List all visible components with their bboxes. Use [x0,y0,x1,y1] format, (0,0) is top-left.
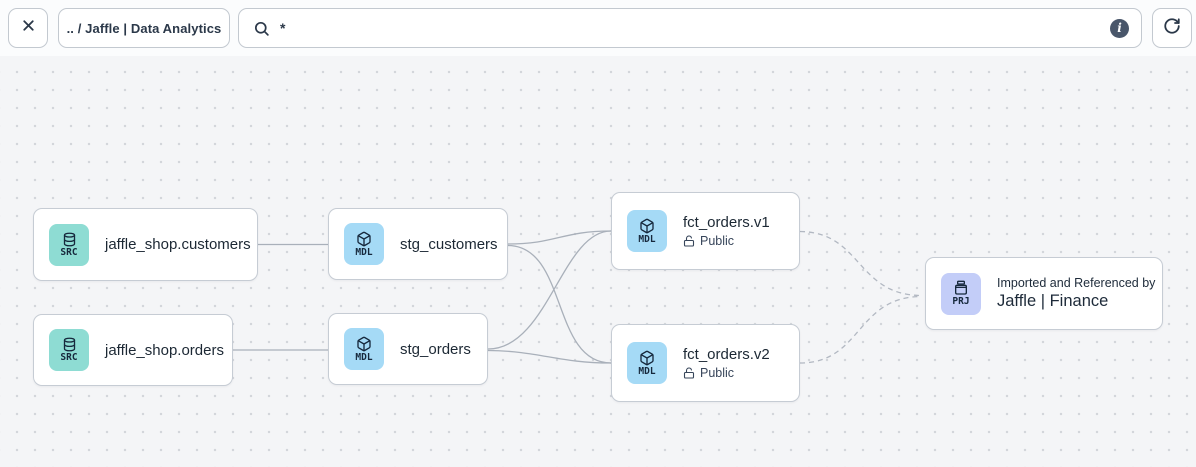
badge-label: SRC [60,246,78,258]
cube-icon [356,231,372,247]
node-label: fct_orders.v1 [683,214,770,231]
node-label: jaffle_shop.customers [105,236,251,253]
lineage-toolbar: .. / Jaffle | Data Analytics i [0,0,1196,56]
node-model-stg-orders[interactable]: MDL stg_orders [328,313,488,385]
badge-label: MDL [638,233,656,245]
model-badge: MDL [344,223,384,265]
cube-icon [639,218,655,234]
node-model-fct-orders-v1[interactable]: MDL fct_orders.v1 Public [611,192,800,270]
node-label: stg_orders [400,340,471,358]
access-label: Public [700,366,735,380]
project-relationship-label: Imported and Referenced by [997,276,1156,290]
node-label: fct_orders.v2 [683,346,770,363]
node-source-jaffle-shop-customers[interactable]: SRC jaffle_shop.customers [33,208,258,281]
project-badge: PRJ [941,272,981,315]
search-icon [253,20,270,37]
source-badge: SRC [49,329,89,371]
model-badge: MDL [627,342,667,384]
node-label: jaffle_shop.orders [105,341,224,359]
archive-box-icon [953,280,969,296]
node-model-stg-customers[interactable]: MDL stg_customers [328,208,508,280]
badge-label: MDL [638,365,656,377]
search-input[interactable] [280,20,1100,36]
refresh-button[interactable] [1152,8,1192,48]
breadcrumb[interactable]: .. / Jaffle | Data Analytics [58,8,230,48]
database-icon [62,232,77,247]
badge-label: MDL [355,351,373,363]
database-icon [62,337,77,352]
project-name: Jaffle | Finance [997,292,1109,310]
breadcrumb-label: .. / Jaffle | Data Analytics [66,20,222,36]
node-model-fct-orders-v2[interactable]: MDL fct_orders.v2 Public [611,324,800,402]
info-icon[interactable]: i [1110,18,1129,38]
badge-label: SRC [60,352,78,364]
model-badge: MDL [344,328,384,370]
badge-label: PRJ [952,296,970,308]
access-label: Public [700,234,735,248]
unlock-icon [683,367,695,379]
node-label: stg_customers [400,235,498,253]
refresh-icon [1163,17,1181,40]
node-project-jaffle-finance[interactable]: PRJ Imported and Referenced by Jaffle | … [925,257,1163,330]
cube-icon [639,350,655,366]
close-icon [20,17,37,39]
node-source-jaffle-shop-orders[interactable]: SRC jaffle_shop.orders [33,314,233,386]
close-button[interactable] [8,8,48,48]
source-badge: SRC [49,223,89,266]
cube-icon [356,336,372,352]
search-box[interactable]: i [238,8,1142,48]
unlock-icon [683,235,695,247]
badge-label: MDL [355,246,373,258]
model-badge: MDL [627,210,667,252]
